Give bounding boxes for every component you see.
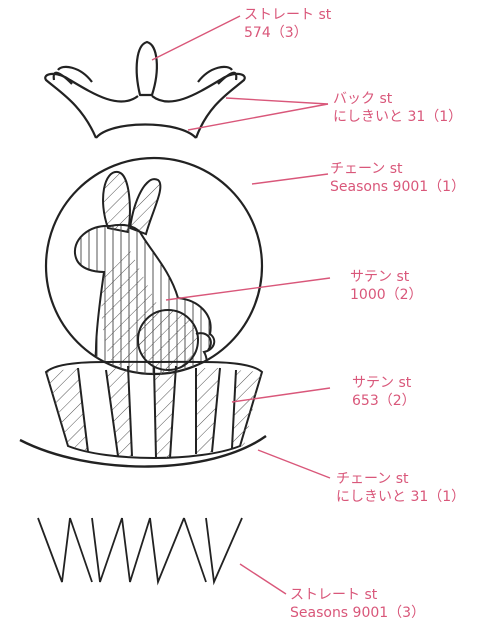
annotation-satin-1: サテン st 1000（2）: [350, 268, 423, 304]
annotation-detail: 1000（2）: [350, 287, 423, 303]
annotation-straight-2: ストレート st Seasons 9001（3）: [290, 586, 425, 622]
globe-base: [19, 360, 267, 468]
annotation-detail: 574（3）: [244, 25, 308, 41]
annotation-detail: 653（2）: [352, 393, 416, 409]
annotation-detail: Seasons 9001（1）: [330, 179, 466, 195]
annotation-title: ストレート st: [290, 587, 378, 603]
annotation-straight-1: ストレート st 574（3）: [244, 6, 331, 42]
annotation-detail: にしきいと 31（1）: [333, 109, 463, 125]
annotation-detail: Seasons 9001（3）: [290, 605, 426, 621]
crown-motif: [44, 40, 246, 139]
annotation-satin-2: サテン st 653（2）: [352, 374, 416, 410]
annotation-detail: にしきいと 31（1）: [336, 489, 466, 505]
annotation-title: サテン st: [350, 269, 410, 285]
annotation-back: バック st にしきいと 31（1）: [333, 90, 462, 126]
annotation-title: チェーン st: [336, 471, 409, 487]
annotation-title: バック st: [333, 91, 393, 107]
annotation-title: チェーン st: [330, 161, 403, 177]
annotation-chain-2: チェーン st にしきいと 31（1）: [336, 470, 465, 506]
zigzag-motif: [37, 517, 243, 586]
annotation-title: ストレート st: [244, 7, 332, 23]
leader-lines: [151, 15, 331, 595]
annotation-title: サテン st: [352, 375, 412, 391]
annotation-chain-1: チェーン st Seasons 9001（1）: [330, 160, 465, 196]
rabbit-motif: [73, 171, 216, 374]
